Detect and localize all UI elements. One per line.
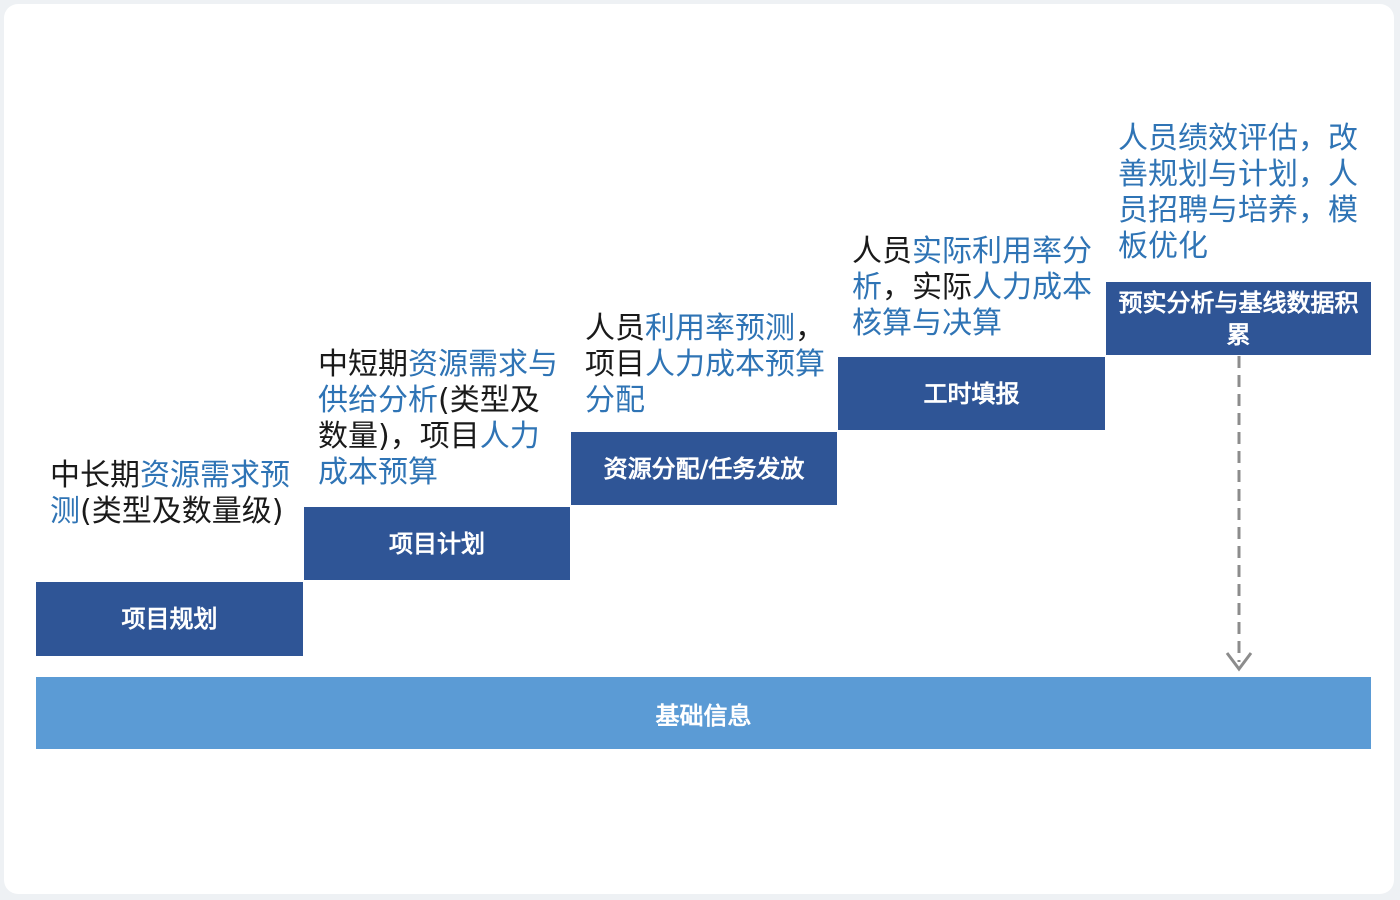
plain-text: 中长期 xyxy=(50,458,140,493)
step-timesheet: 工时填报 xyxy=(838,357,1105,430)
highlight-text: 利用率预测 xyxy=(645,311,795,346)
step-description-analysis: 人员绩效评估，改善规划与计划，人员招聘与培养，模板优化 xyxy=(1118,121,1358,265)
step-description-project-planning: 中长期资源需求预测(类型及数量级) xyxy=(50,458,290,530)
step-description-timesheet: 人员实际利用率分析，实际人力成本核算与决算 xyxy=(852,234,1092,342)
step-resource-allocation: 资源分配/任务发放 xyxy=(571,432,837,505)
highlight-text: 人力成本预算分配 xyxy=(585,347,825,418)
base-info-bar: 基础信息 xyxy=(36,677,1371,749)
step-label: 资源分配/任务发放 xyxy=(603,454,805,483)
step-description-resource-allocation: 人员利用率预测，项目人力成本预算分配 xyxy=(585,311,825,419)
highlight-text: 资源需求与供给分析 xyxy=(318,347,558,418)
step-label: 项目计划 xyxy=(389,529,485,558)
step-description-project-plan: 中短期资源需求与供给分析(类型及数量)，项目人力成本预算 xyxy=(318,347,558,491)
highlight-text: 资源需求预测 xyxy=(50,458,290,529)
plain-text: 人员 xyxy=(585,311,645,346)
dashed-down-arrow-icon xyxy=(1225,356,1253,672)
plain-text: 中短期 xyxy=(318,347,408,382)
highlight-text: 实际利用率分析 xyxy=(852,234,1092,305)
plain-text: ，实际 xyxy=(882,270,972,305)
highlight-text: 人力成本预算 xyxy=(318,419,540,490)
base-label: 基础信息 xyxy=(655,701,752,730)
step-project-planning: 项目规划 xyxy=(36,582,303,656)
highlight-text: 人员绩效评估，改善规划与计划，人员招聘与培养，模板优化 xyxy=(1118,121,1358,264)
highlight-text: 人力成本核算与决算 xyxy=(852,270,1092,341)
step-project-plan: 项目计划 xyxy=(304,507,570,580)
plain-text: (类型及数量)，项目 xyxy=(318,383,540,454)
step-label: 工时填报 xyxy=(923,379,1020,408)
plain-text: (类型及数量级) xyxy=(80,494,284,529)
step-analysis-baseline: 预实分析与基线数据积累 xyxy=(1106,282,1371,355)
step-label: 项目规划 xyxy=(121,605,218,633)
plain-text: ，项目 xyxy=(585,311,825,382)
plain-text: 人员 xyxy=(852,234,912,269)
step-label: 预实分析与基线数据积累 xyxy=(1118,288,1359,349)
